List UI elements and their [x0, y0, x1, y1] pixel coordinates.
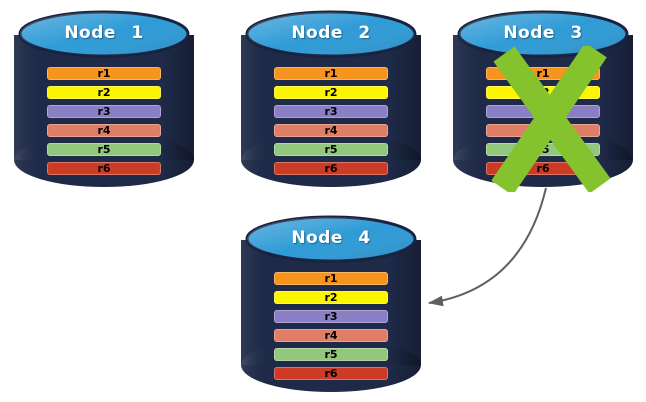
row-list: r1 r2 r3 r4 r5 r6	[47, 67, 161, 181]
replication-arrow-path	[427, 187, 547, 307]
cylinder-top-sheen	[247, 217, 415, 261]
replica-row-r4: r4	[274, 124, 388, 137]
replica-row-r5: r5	[486, 143, 600, 156]
node-3: Node 3 r1 r2 r3 r4 r5 r6	[452, 7, 634, 189]
cylinder-top-sheen	[459, 12, 627, 56]
replica-row-r1: r1	[47, 67, 161, 80]
row-list: r1 r2 r3 r4 r5 r6	[486, 67, 600, 181]
replica-row-r2: r2	[274, 86, 388, 99]
replica-row-r4: r4	[274, 329, 388, 342]
replica-row-r5: r5	[47, 143, 161, 156]
node-title: Node 1	[64, 23, 144, 43]
replica-row-r4: r4	[47, 124, 161, 137]
replica-row-r3: r3	[47, 105, 161, 118]
replica-row-r6: r6	[274, 367, 388, 380]
replica-row-r3: r3	[274, 310, 388, 323]
replica-row-r5: r5	[274, 143, 388, 156]
row-list: r1 r2 r3 r4 r5 r6	[274, 67, 388, 181]
replica-row-r5: r5	[274, 348, 388, 361]
node-title: Node 3	[503, 23, 583, 43]
replica-row-r6: r6	[486, 162, 600, 175]
cylinder-top-sheen	[247, 12, 415, 56]
replica-row-r6: r6	[274, 162, 388, 175]
node-title: Node 4	[291, 228, 371, 248]
replica-row-r2: r2	[274, 291, 388, 304]
node-title: Node 2	[291, 23, 371, 43]
cylinder-top-sheen	[20, 12, 188, 56]
replica-row-r3: r3	[274, 105, 388, 118]
replica-row-r2: r2	[47, 86, 161, 99]
replica-row-r1: r1	[486, 67, 600, 80]
row-list: r1 r2 r3 r4 r5 r6	[274, 272, 388, 386]
replica-row-r2: r2	[486, 86, 600, 99]
node-1: Node 1 r1 r2 r3 r4 r5 r6	[13, 7, 195, 189]
replica-row-r3: r3	[486, 105, 600, 118]
node-2: Node 2 r1 r2 r3 r4 r5 r6	[240, 7, 422, 189]
replica-row-r1: r1	[274, 272, 388, 285]
node-4: Node 4 r1 r2 r3 r4 r5 r6	[240, 212, 422, 394]
replica-row-r1: r1	[274, 67, 388, 80]
replica-row-r4: r4	[486, 124, 600, 137]
replica-row-r6: r6	[47, 162, 161, 175]
